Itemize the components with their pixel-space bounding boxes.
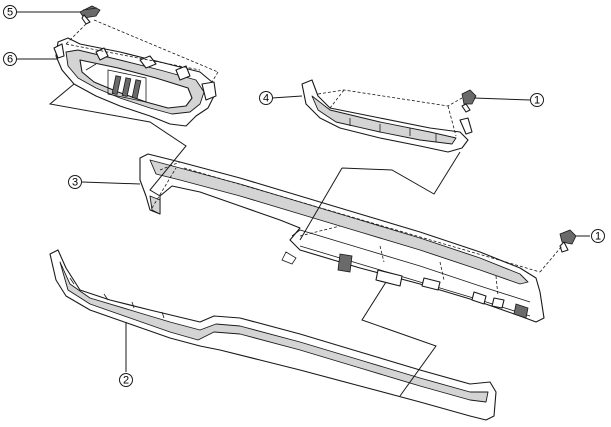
part-1-clip-upper bbox=[461, 89, 477, 113]
part-1-clip-lower bbox=[559, 229, 577, 253]
callout-5: 5 bbox=[3, 5, 17, 19]
part-5-clip bbox=[79, 5, 101, 25]
callout-4: 4 bbox=[259, 91, 273, 105]
callout-2: 2 bbox=[119, 373, 133, 387]
part-2-lower-trim bbox=[49, 249, 497, 421]
callout-5-label: 5 bbox=[7, 7, 13, 19]
alignment-lines-middle bbox=[151, 161, 563, 297]
callout-1-upper-label: 1 bbox=[534, 95, 540, 107]
callout-3: 3 bbox=[68, 175, 82, 189]
callout-6-label: 6 bbox=[7, 54, 13, 66]
part-6-bezel-frame bbox=[53, 37, 217, 127]
callout-2-label: 2 bbox=[123, 375, 129, 387]
callout-4-label: 4 bbox=[263, 93, 269, 105]
part-3-upper-panel bbox=[139, 153, 545, 323]
callout-3-label: 3 bbox=[72, 177, 78, 189]
alignment-lines-top-left bbox=[65, 19, 219, 83]
callout-1-lower-label: 1 bbox=[595, 231, 601, 243]
alignment-lines-top-right bbox=[317, 89, 463, 137]
callout-1-lower: 1 bbox=[591, 229, 605, 243]
part-4-bracket bbox=[301, 79, 473, 153]
callout-6: 6 bbox=[3, 52, 17, 66]
callout-1-upper: 1 bbox=[530, 93, 544, 107]
leader-lines bbox=[16, 11, 590, 397]
